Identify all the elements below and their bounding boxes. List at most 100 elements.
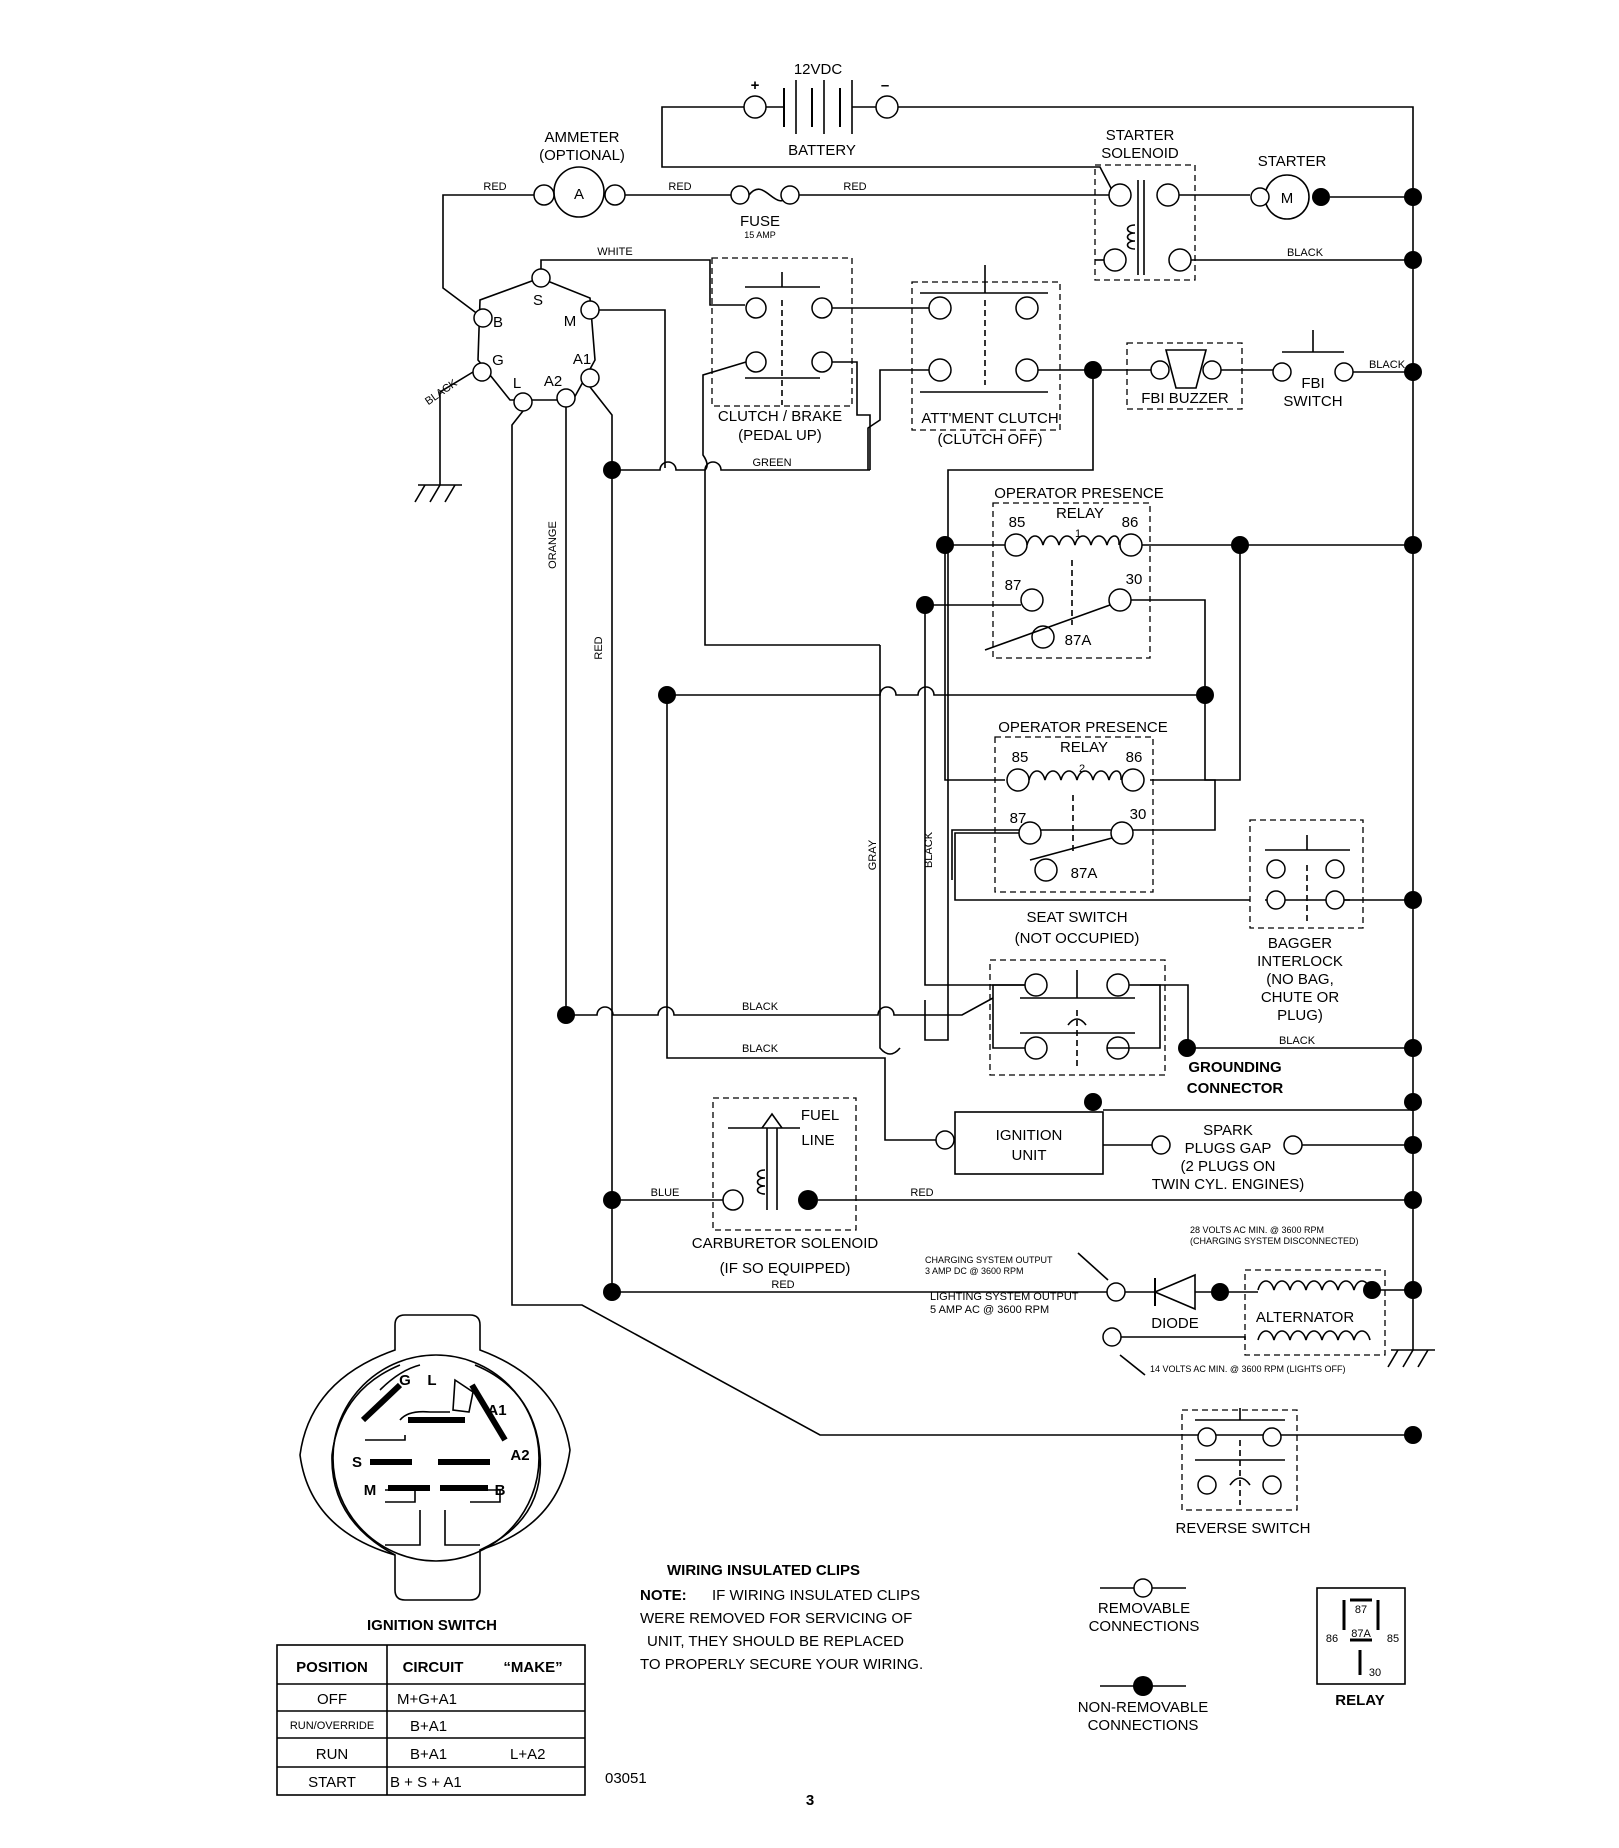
term-a1: A1 [573,351,591,368]
relay2-t85: 85 [1012,749,1029,766]
relay2-t30: 30 [1130,806,1147,823]
bagger-label1: BAGGER [1268,935,1332,952]
relay2-label1: OPERATOR PRESENCE [998,719,1167,736]
bagger-interlock: BAGGER INTERLOCK (NO BAG, CHUTE OR PLUG) [1249,819,1364,1024]
wire-label-black-7: BLACK [742,1043,779,1055]
table-row-circuit: B + S + A1 [390,1774,462,1791]
seat-switch: SEAT SWITCH (NOT OCCUPIED) [989,909,1166,1076]
ammeter-label: AMMETER [545,129,620,146]
wire-label-red-1: RED [483,181,506,193]
black-vertical [924,605,1025,986]
view-a2: A2 [510,1447,529,1464]
relay2-t87a: 87A [1071,865,1098,882]
term-m: M [564,313,577,330]
legend-nonremovable2: CONNECTIONS [1088,1717,1199,1734]
reverse-switch: REVERSE SWITCH [1175,1408,1311,1537]
view-b: B [495,1482,506,1499]
clips-title: WIRING INSULATED CLIPS [667,1562,860,1579]
relay-legend-30: 30 [1369,1667,1381,1679]
clips-line4: TO PROPERLY SECURE YOUR WIRING. [640,1656,923,1673]
relay1-t87: 87 [1005,577,1022,594]
relay1-t86: 86 [1122,514,1139,531]
red-vertical [589,386,613,1292]
ammeter-symbol: A [574,186,584,203]
table-row-circuit: B+A1 [410,1718,447,1735]
relay1-label1: OPERATOR PRESENCE [994,485,1163,502]
battery-voltage: 12VDC [794,61,843,78]
seat-jumper [1107,984,1161,1049]
battery: + – 12VDC BATTERY [743,61,899,159]
table-row-circuit: B+A1 [410,1746,447,1763]
wire-label-black-3: BLACK [1369,359,1406,371]
clips-line2: WERE REMOVED FOR SERVICING OF [640,1610,912,1627]
battery-label: BATTERY [788,142,856,159]
fbi-switch-label2: SWITCH [1283,393,1342,410]
alternator: ALTERNATOR [1244,1269,1386,1356]
term-g: G [492,352,504,369]
spark-label4: TWIN CYL. ENGINES) [1152,1176,1305,1193]
relay2-87-wire [954,832,1250,901]
table-row-circuit: M+G+A1 [397,1691,457,1708]
doc-number: 03051 [605,1770,647,1787]
carb-label2: (IF SO EQUIPPED) [720,1260,851,1277]
relay1-t85: 85 [1009,514,1026,531]
legend-removable2: CONNECTIONS [1089,1618,1200,1635]
bagger-label4: CHUTE OR [1261,989,1340,1006]
battery-plus: + [751,77,760,94]
operator-presence-relay-2: OPERATOR PRESENCE RELAY 2 85 86 87 30 87… [994,719,1168,893]
relay-pinout: 87 87A 86 85 30 RELAY [1316,1587,1406,1709]
carburetor-solenoid: FUEL LINE CARBURETOR SOLENOID (IF SO EQU… [692,1097,879,1277]
starter-label: STARTER [1258,153,1327,170]
wire-label-blue: BLUE [651,1187,680,1199]
clips-line1: IF WIRING INSULATED CLIPS [712,1587,920,1604]
table-row-position: RUN [316,1746,349,1763]
clips-note-bold: NOTE: [640,1587,687,1604]
ammeter: A AMMETER (OPTIONAL) [533,129,626,218]
view-m: M [364,1482,377,1499]
relay2-30-path [951,695,1216,880]
relay-85-bus [944,545,1005,781]
starter-symbol: M [1281,190,1294,207]
term-l: L [513,375,521,392]
mid-bus [667,686,1205,696]
wire-label-green: GREEN [752,457,791,469]
bagger-label2: INTERLOCK [1257,953,1343,970]
buzzer-feed-down [924,370,1094,1041]
fuse-rating: 15 AMP [744,230,776,240]
alt-note1-label1: 28 VOLTS AC MIN. @ 3600 RPM [1190,1225,1324,1235]
seat-black-wire-2 [992,1010,1025,1049]
fbi-switch-label1: FBI [1301,375,1324,392]
wire-label-orange: ORANGE [547,521,559,569]
ignition-switch-title: IGNITION SWITCH [367,1617,497,1634]
ignition-table: POSITION CIRCUIT “MAKE” OFF M+G+A1 RUN/O… [276,1644,586,1796]
table-row-extra: L+A2 [510,1746,545,1763]
term-b: B [493,314,503,331]
ignition-switch-terminals: S M B G L A2 A1 [472,268,600,412]
wire-label-gray: GRAY [867,839,879,870]
alternator-label: ALTERNATOR [1256,1309,1355,1326]
wire-label-black-1: BLACK [1287,247,1324,259]
view-g: G [399,1372,411,1389]
table-header-make: “MAKE” [503,1659,562,1676]
spark-label3: (2 PLUGS ON [1180,1158,1275,1175]
attachment-clutch-switch: ATT'MENT CLUTCH (CLUTCH OFF) [911,265,1061,448]
table-header-position: POSITION [296,1659,368,1676]
ignition-unit: IGNITION UNIT [935,1111,1104,1175]
fbi-switch: FBI SWITCH [1272,330,1354,410]
seat-switch-label2: (NOT OCCUPIED) [1015,930,1140,947]
relay-legend-85: 85 [1387,1633,1399,1645]
fuel-line-label2: LINE [801,1132,834,1149]
att-clutch-label2: (CLUTCH OFF) [938,431,1043,448]
carb-label1: CARBURETOR SOLENOID [692,1235,879,1252]
relay2-t86: 86 [1126,749,1143,766]
relay1-t87a: 87A [1065,632,1092,649]
view-l: L [427,1372,436,1389]
relay2-label2: RELAY [1060,739,1108,756]
ground-bus [898,106,1414,1350]
table-header-circuit: CIRCUIT [403,1659,464,1676]
fbi-buzzer-label: FBI BUZZER [1141,390,1229,407]
relay1-30-wire [1131,599,1206,695]
table-row-position: OFF [317,1691,347,1708]
att-clutch-label1: ATT'MENT CLUTCH [921,410,1058,427]
fuse: FUSE 15 AMP [730,185,800,240]
